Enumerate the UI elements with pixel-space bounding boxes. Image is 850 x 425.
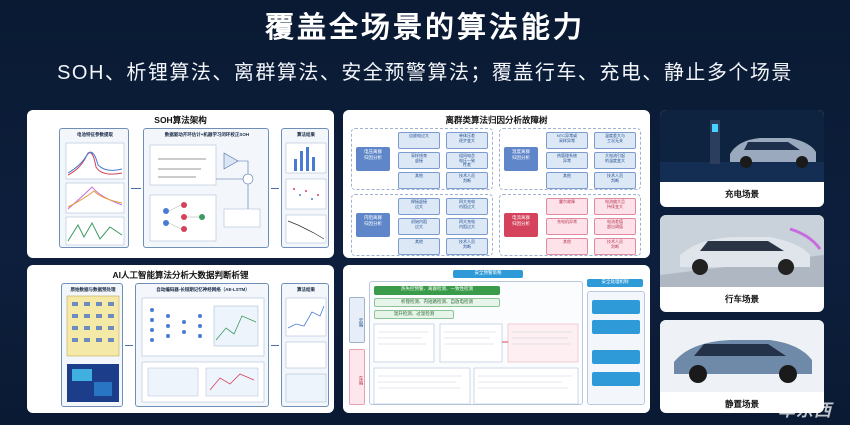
fault-tree-node: 温度差大与 工况无关 (594, 132, 636, 149)
fault-tree-node: 其他 (398, 172, 440, 189)
fault-tree-node: 焊接虚接 过大 (398, 198, 440, 215)
fault-tree-node: 电流偏大且 持续变大 (594, 198, 636, 215)
page-subtitle: SOH、析锂算法、离群算法、安全预警算法；覆盖行车、充电、静止多个场景 (57, 62, 793, 84)
fault-tree-node: 自放电过大 (398, 132, 440, 149)
fault-tree-cluster: 内阻离群 归因分析焊接虚接 过大初始内阻 过大其他四大充电 内阻过大四大充电 内… (351, 194, 493, 256)
driving-scene-image (660, 215, 824, 287)
outlier-fault-tree-panel: 离群类算法归因分析故障树 电压离群 归因分析自放电过大采样线束 虚接其他单体压差… (343, 110, 650, 258)
vehicle-tag: 车端 (349, 349, 365, 405)
watermark-logo: 车东西 (778, 401, 832, 420)
ae-lstm-diagram (141, 297, 265, 403)
estimation-flow (149, 144, 261, 242)
fault-tree-cluster: 电流离群 归因分析霍尔故障充电机异常其他 电流偏大且 持续变大电流差值 超出阈值技… (499, 194, 641, 256)
fault-tree-node: 热管理系统 异常 (546, 152, 588, 169)
safety-warning-panel: 安全预警策略 安全处理机制 云端 车端 热失控预警、离群检测、一致性检测 析锂检… (343, 265, 650, 413)
ai-panel-title: AI人工智能算法分析大数据判断析锂 (112, 270, 249, 280)
charging-scene-card: 充电场景 (660, 110, 824, 207)
fault-tree-node: 大电流引起 的温度变大 (594, 152, 636, 169)
soh-architecture-panel: SOH算法架构 电池特征参数提取 数据驱动开环估计+机器学习闭环校正SOH (27, 110, 334, 258)
safety-handling-box (587, 291, 645, 405)
soh-result-box: 算法结果 (281, 128, 329, 248)
cloud-tag: 云端 (349, 297, 365, 343)
fault-tree-node: 技术人员 判断 (594, 238, 636, 255)
fault-tree-root: 内阻离群 归因分析 (356, 213, 390, 237)
soh-panel-title: SOH算法架构 (154, 115, 207, 125)
fault-tree-node: 采样线束 虚接 (398, 152, 440, 169)
charging-scene-caption: 充电场景 (724, 189, 759, 199)
fault-tree-node: 技术人员 判断 (446, 238, 488, 255)
fault-tree-root: 温度离群 归因分析 (504, 147, 538, 171)
page-title: 覆盖全场景的算法能力 (264, 12, 585, 44)
fault-tree-cluster: 温度离群 归因分析 NTC异常或 采样异常热管理系统 异常其他 温度差大与 工况无关… (499, 128, 641, 190)
fault-tree-node: 初始内阻 过大 (398, 218, 440, 235)
soh-estimation-box: 数据驱动开环估计+机器学习闭环校正SOH (143, 128, 269, 248)
fault-tree-node: 单体压差 逐步变大 (446, 132, 488, 149)
warning-right-label: 安全处理机制 (587, 279, 643, 287)
charging-scene-image (660, 110, 824, 182)
soh-result-plots (285, 142, 327, 244)
parking-scene-card: 静置场景 (660, 320, 824, 413)
fault-tree-node: 其他 (398, 238, 440, 255)
fault-tree-node: 四大充电 内阻过大 (446, 218, 488, 235)
fault-tree-node: 组间电芯 电压一致 性差 (446, 152, 488, 169)
ai-result-plots (285, 297, 327, 403)
warning-row-1: 热失控预警、离群检测、一致性检测 (374, 286, 500, 295)
fault-tree-node: 电流差值 超出阈值 (594, 218, 636, 235)
warning-row-3: 温升检测、过温检测 (374, 310, 454, 319)
raw-data-box: 原始数据与数据预处理 (61, 283, 123, 407)
fault-tree-node: 充电机异常 (546, 218, 588, 235)
raw-data-grid (66, 295, 120, 402)
parking-scene-caption: 静置场景 (724, 399, 759, 409)
parking-scene-image (660, 320, 824, 392)
fault-tree-node: 其他 (546, 238, 588, 255)
feature-extraction-box: 电池特征参数提取 (59, 128, 129, 248)
driving-scene-card: 行车场景 (660, 215, 824, 312)
warning-row-2: 析锂检测、内短路检测、自放电检测 (374, 298, 500, 307)
driving-scene-caption: 行车场景 (724, 294, 759, 304)
fault-tree-node: 霍尔故障 (546, 198, 588, 215)
fault-tree-node: NTC异常或 采样异常 (546, 132, 588, 149)
fault-tree-root: 电压离群 归因分析 (356, 147, 390, 171)
fault-tree-node: 其他 (546, 172, 588, 189)
warning-strategy-box: 热失控预警、离群检测、一致性检测 析锂检测、内短路检测、自放电检测 温升检测、过… (369, 281, 583, 405)
ai-result-box: 算法结果 (281, 283, 329, 407)
fault-tree-cluster: 电压离群 归因分析自放电过大采样线束 虚接其他 单体压差 逐步变大组间电芯 电压一… (351, 128, 493, 190)
fault-tree-node: 技术人员 判断 (446, 172, 488, 189)
fault-tree-node: 技术人员 判断 (594, 172, 636, 189)
ae-lstm-box: 自动编码器-长短期记忆神经网络（AE-LSTM） (135, 283, 269, 407)
feature-plots (65, 142, 125, 246)
warning-top-label: 安全预警策略 (453, 270, 523, 278)
outlier-panel-title: 离群类算法归因分析故障树 (445, 115, 548, 125)
fault-tree-root: 电流离群 归因分析 (504, 213, 538, 237)
warning-flow-detail (373, 323, 579, 405)
fault-tree-node: 四大充电 内阻过大 (446, 198, 488, 215)
ai-lithium-plating-panel: AI人工智能算法分析大数据判断析锂 原始数据与数据预处理 自动编码器-长短期记忆… (27, 265, 334, 413)
